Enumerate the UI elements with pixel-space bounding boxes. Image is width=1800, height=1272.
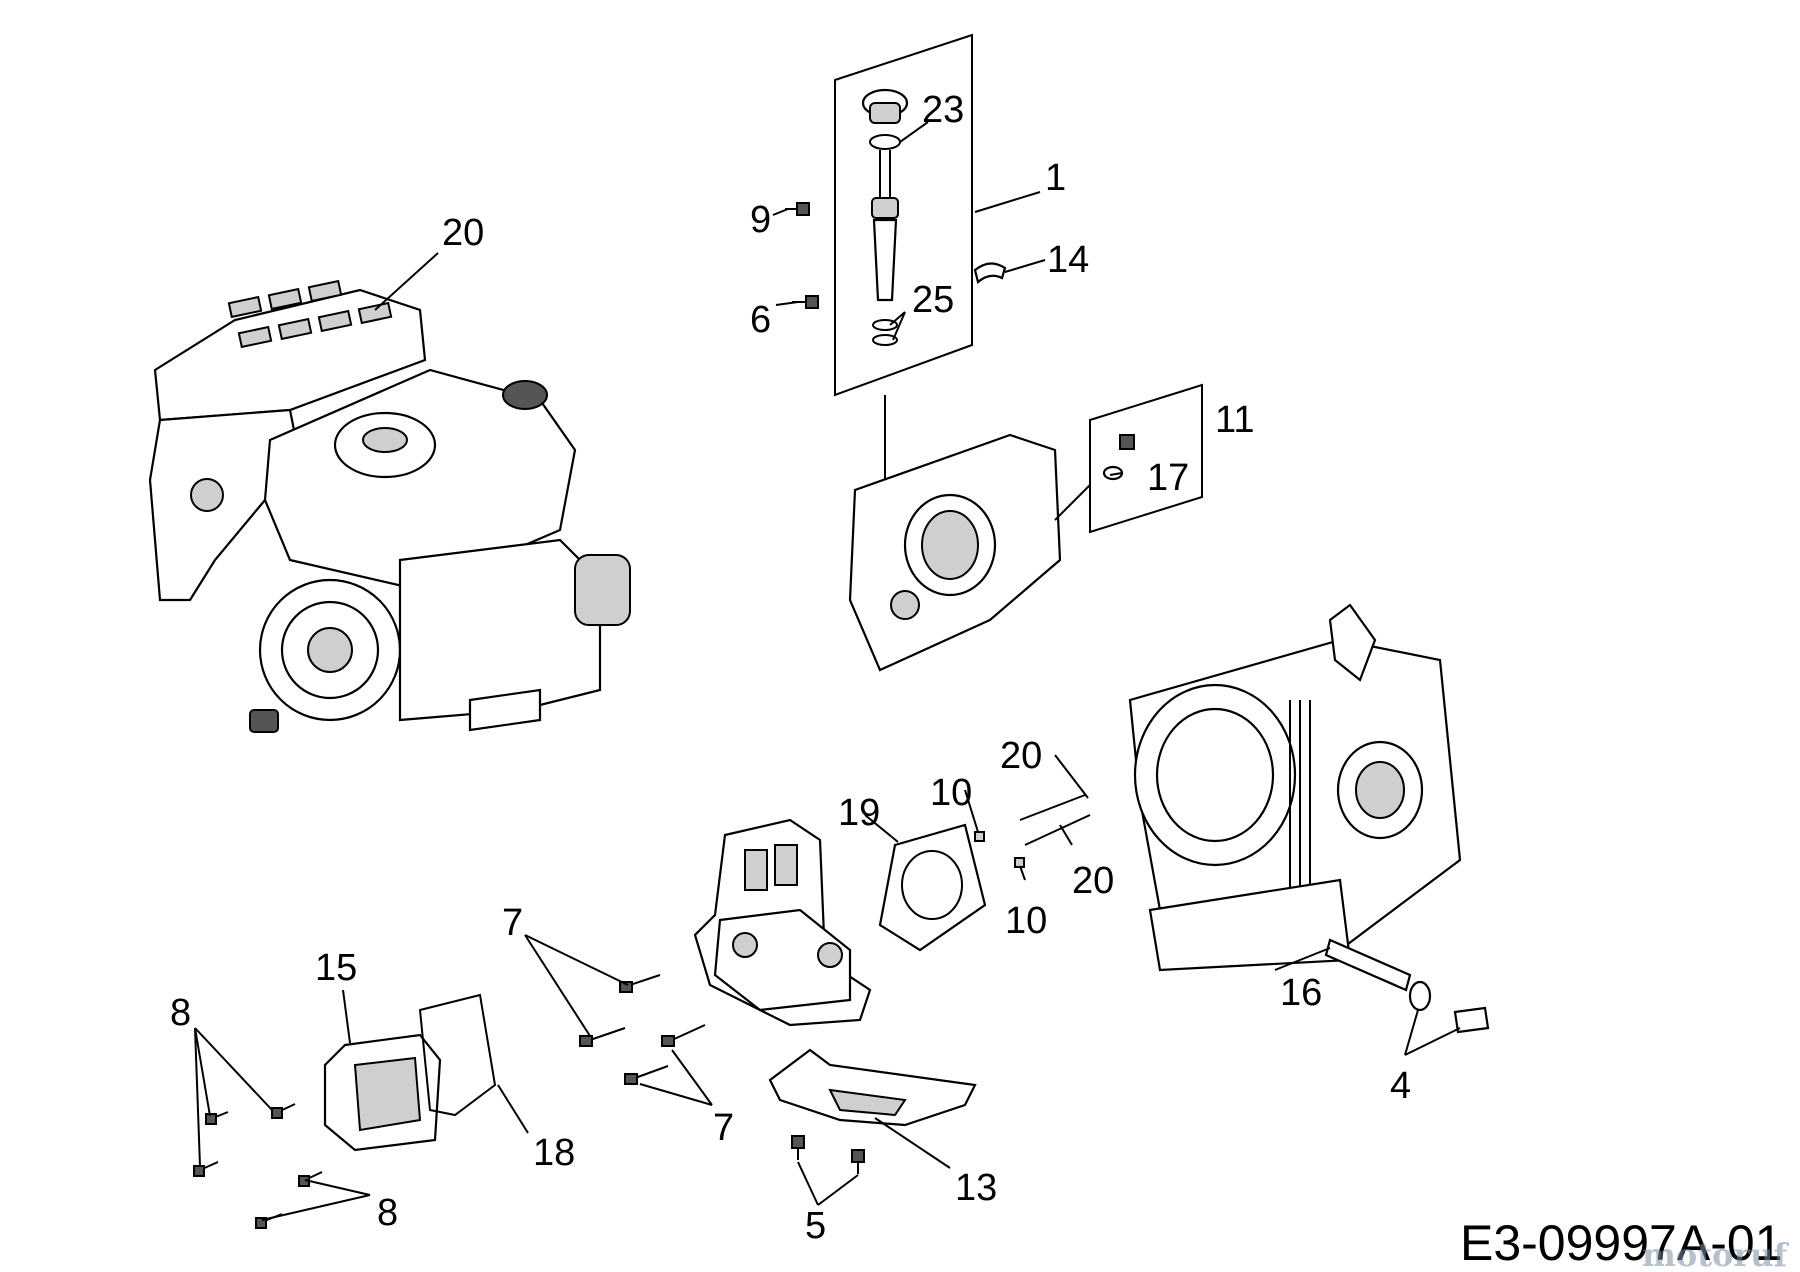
callout-18: 18 xyxy=(533,1132,575,1174)
washer-and-sleeve-4 xyxy=(1408,980,1490,1034)
callout-14: 14 xyxy=(1047,239,1089,281)
callout-10-bottom: 10 xyxy=(1005,900,1047,942)
callout-23: 23 xyxy=(922,89,964,131)
callout-9: 9 xyxy=(750,199,771,241)
bolts-5 xyxy=(791,1135,865,1174)
bolt-9 xyxy=(785,202,810,216)
bolts-7 xyxy=(579,974,706,1085)
callout-20-pushrod-bottom: 20 xyxy=(1072,860,1114,902)
dowel-pin-10b xyxy=(1014,857,1025,868)
guard-plate-13 xyxy=(768,1048,977,1127)
leader-lines xyxy=(194,121,1461,1221)
callout-7-bottom: 7 xyxy=(713,1107,734,1149)
callout-1: 1 xyxy=(1045,157,1066,199)
callout-20-engine: 20 xyxy=(442,212,484,254)
callout-6: 6 xyxy=(750,299,771,341)
callout-7-top: 7 xyxy=(502,902,523,944)
callout-19: 19 xyxy=(838,792,880,834)
head-gasket-19 xyxy=(878,823,987,952)
cylinder-block xyxy=(1128,603,1462,972)
callout-17: 17 xyxy=(1147,457,1189,499)
callout-16: 16 xyxy=(1280,972,1322,1014)
callout-4: 4 xyxy=(1390,1065,1411,1107)
bolts-8 xyxy=(193,1103,323,1229)
callout-25: 25 xyxy=(912,279,954,321)
clamp-14 xyxy=(973,262,1007,284)
pushrods-20 xyxy=(1019,794,1091,846)
crankcase-cover xyxy=(848,433,1091,672)
drain-plug-group xyxy=(1089,383,1203,534)
callout-10-top: 10 xyxy=(930,772,972,814)
callout-8-bottom: 8 xyxy=(377,1192,398,1234)
valve-cover-15 xyxy=(323,1033,442,1152)
callout-13: 13 xyxy=(955,1167,997,1209)
dowel-pin-10a xyxy=(974,831,985,842)
callout-8-top: 8 xyxy=(170,992,191,1034)
callout-20-pushrod-top: 20 xyxy=(1000,735,1042,777)
watermark: motoruf xyxy=(1642,1236,1789,1272)
callout-5: 5 xyxy=(805,1205,826,1247)
valve-cover-gasket-18 xyxy=(418,993,497,1117)
camshaft-16 xyxy=(1324,938,1412,992)
callouts: 20 23 1 9 14 25 6 11 17 20 10 19 20 10 7… xyxy=(170,89,1411,1247)
dipstick-assembly xyxy=(834,33,973,495)
callout-11: 11 xyxy=(1215,399,1254,441)
cylinder-head xyxy=(693,818,872,1027)
complete-engine xyxy=(148,279,631,733)
callout-15: 15 xyxy=(315,947,357,989)
diagram-code: E3-09997A-01 xyxy=(1460,1215,1782,1271)
